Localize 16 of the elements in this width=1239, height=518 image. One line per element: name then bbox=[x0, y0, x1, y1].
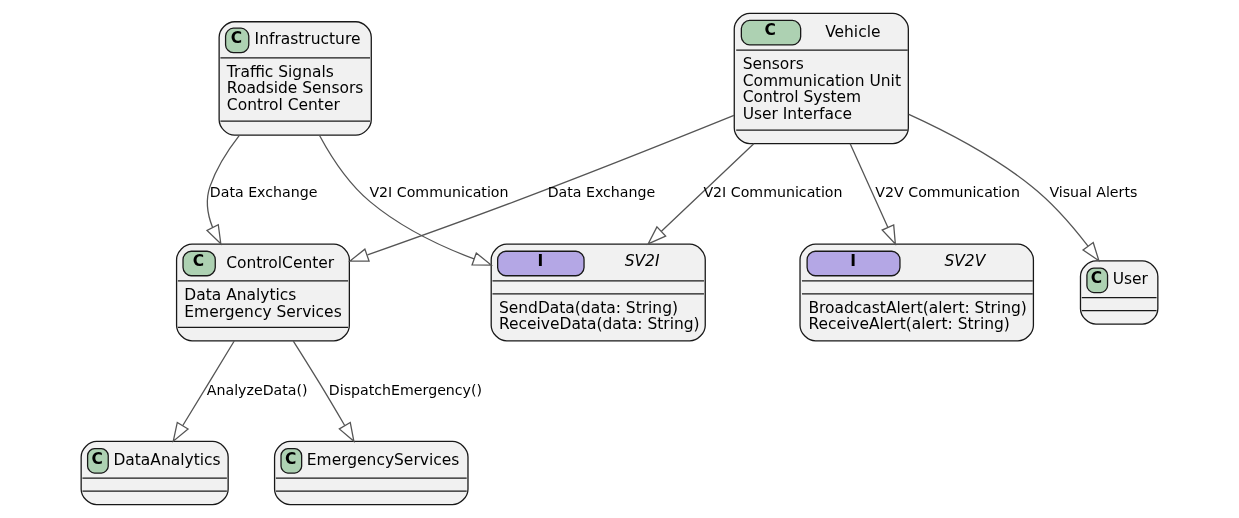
edge-label: Data Exchange bbox=[547, 184, 656, 201]
edge-label: DispatchEmergency() bbox=[328, 381, 483, 398]
edge-label: Data Exchange bbox=[209, 184, 318, 201]
arrow bbox=[646, 143, 755, 246]
arrow bbox=[908, 113, 1101, 263]
arrow bbox=[172, 340, 235, 443]
edge-label: Visual Alerts bbox=[1049, 184, 1138, 201]
edge-label: AnalyzeData() bbox=[206, 381, 308, 398]
arrow bbox=[348, 114, 735, 262]
arrow bbox=[849, 143, 897, 246]
arrow bbox=[205, 134, 240, 246]
edge-label: V2I Communication bbox=[703, 184, 843, 201]
edge-label: V2I Communication bbox=[369, 184, 509, 201]
edge-label: V2V Communication bbox=[875, 184, 1020, 201]
arrow bbox=[292, 340, 355, 444]
arrow bbox=[319, 135, 494, 266]
